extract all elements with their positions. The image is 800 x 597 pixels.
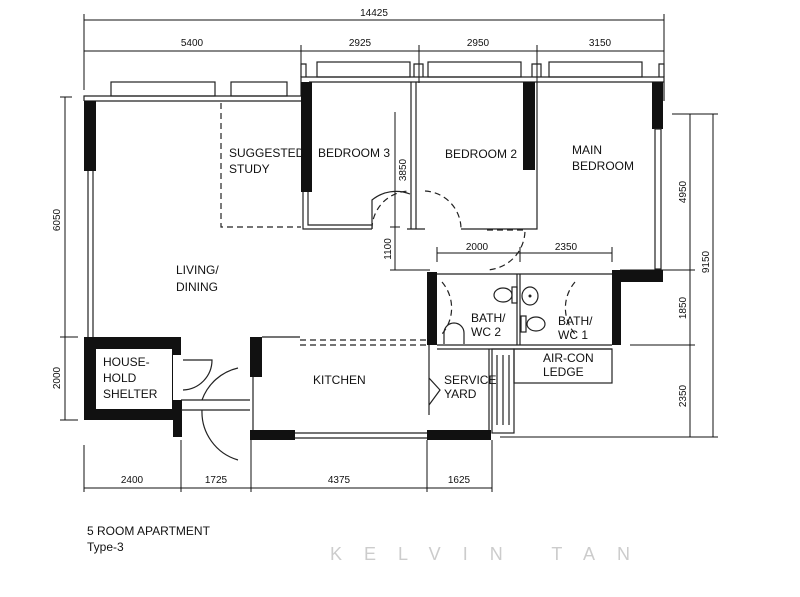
room-label-aircon-ledge: AIR-CON (543, 351, 594, 365)
dim-top: 5400 (181, 38, 204, 49)
dim-top: 3150 (589, 38, 612, 49)
dim-overall-depth: 9150 (701, 250, 712, 273)
dim-inner-vertical: 3850 (398, 158, 409, 181)
dimension-right: 4950 1850 2350 9150 (500, 113, 718, 438)
dim-bottom: 1625 (448, 475, 471, 486)
dim-left: 6050 (52, 208, 63, 231)
dim-right: 2350 (678, 384, 689, 407)
dim-right: 1850 (678, 296, 689, 319)
room-label-bedroom-2: BEDROOM 2 (445, 147, 517, 161)
watermark: KELVIN TAN (330, 544, 652, 564)
room-label-bath-wc-1: BATH/ (558, 314, 593, 328)
dim-top: 2925 (349, 38, 372, 49)
dimension-inner-horizontal: 2000 2350 (436, 242, 613, 262)
room-label-study: SUGGESTED (229, 146, 305, 160)
room-label-bath-wc-2: BATH/ (471, 311, 506, 325)
dim-inner-horizontal: 2350 (555, 242, 578, 253)
doors-and-partitions (181, 103, 576, 461)
room-label-living-dining: DINING (176, 280, 218, 294)
room-label-bath-wc-1: WC 1 (558, 328, 588, 342)
room-label-aircon-ledge: LEDGE (543, 365, 584, 379)
toilet-icon (520, 315, 546, 333)
room-label-household-shelter: SHELTER (103, 387, 158, 401)
room-label-household-shelter: HOUSE- (103, 355, 150, 369)
room-label-bath-wc-2: WC 2 (471, 325, 501, 339)
dim-bottom: 2400 (121, 475, 144, 486)
dimension-overall-width: 14425 (83, 8, 665, 90)
dimension-inner-vertical: 3850 1100 (383, 112, 430, 271)
dim-inner-vertical: 1100 (383, 238, 394, 260)
dim-right: 4950 (678, 180, 689, 203)
toilet-icon (493, 286, 518, 304)
sink-icon (521, 286, 539, 306)
walls (83, 61, 665, 440)
room-label-living-dining: LIVING/ (176, 263, 219, 277)
room-label-study: STUDY (229, 162, 270, 176)
room-label-kitchen: KITCHEN (313, 373, 366, 387)
room-label-service-yard: SERVICE (444, 373, 496, 387)
room-label-service-yard: YARD (444, 387, 477, 401)
toilet-icon (443, 322, 465, 344)
room-label-main-bedroom: MAIN (572, 143, 602, 157)
dim-bottom: 1725 (205, 475, 228, 486)
dim-bottom: 4375 (328, 475, 351, 486)
plan-type: Type-3 (87, 540, 124, 554)
room-label-bedroom-3: BEDROOM 3 (318, 146, 390, 160)
dimension-bottom: 2400 1725 4375 1625 (83, 440, 493, 492)
dim-left: 2000 (52, 366, 63, 389)
dimension-left: 6050 2000 (52, 96, 78, 421)
dim-inner-horizontal: 2000 (466, 242, 489, 253)
dimension-top-row: 5400 2925 2950 3150 (84, 38, 664, 83)
room-label-household-shelter: HOLD (103, 371, 137, 385)
room-labels: SUGGESTED STUDY BEDROOM 3 BEDROOM 2 MAIN… (103, 143, 634, 401)
dim-overall-width: 14425 (360, 8, 388, 19)
dim-top: 2950 (467, 38, 490, 49)
plan-title: 5 ROOM APARTMENT (87, 524, 210, 538)
room-label-main-bedroom: BEDROOM (572, 159, 634, 173)
